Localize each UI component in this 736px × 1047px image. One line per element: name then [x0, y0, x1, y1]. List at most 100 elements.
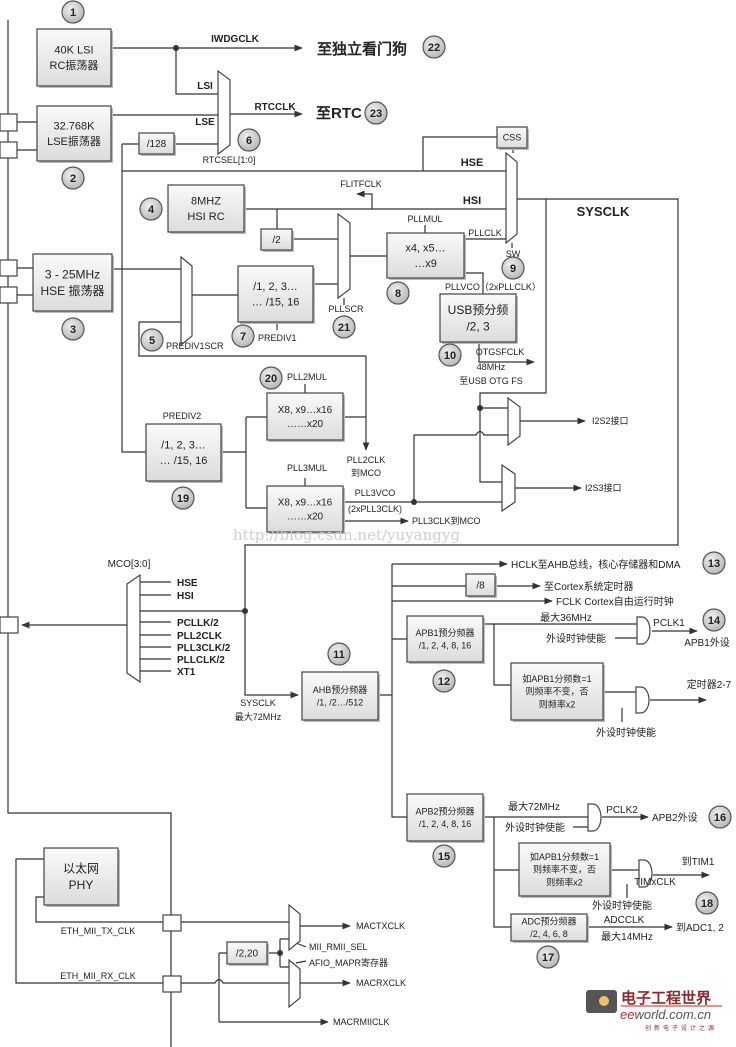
signal-label-usb-otg: 至USB OTG FS: [459, 376, 523, 386]
signal-label-pll2mul: PLL2MUL: [287, 372, 327, 382]
number-badge: 17: [536, 945, 560, 969]
io-pin: [0, 616, 19, 634]
block-frame: [465, 573, 496, 597]
apb1-wire: [483, 623, 637, 722]
block-frame: [266, 392, 344, 441]
block-text: 则频率不变，否: [533, 864, 596, 875]
signal-label-prediv1scr: PREDIV1SCR: [166, 341, 224, 351]
block-frame: [226, 941, 268, 965]
number-badge: 12: [432, 669, 456, 693]
signal-label-i2s3: I2S3接口: [585, 482, 622, 493]
flitfclk-wire: [356, 190, 373, 209]
signal-label-cortex-timer: 至Cortex系统定时器: [544, 580, 633, 593]
block-frame: [167, 184, 245, 233]
badge-number: 2: [70, 173, 76, 185]
number-badge: 16: [708, 805, 732, 829]
block-frame: [43, 847, 119, 906]
badge-number: 16: [714, 812, 726, 824]
number-badge: 21: [332, 315, 356, 339]
eeworld-logo: 电子工程世界 eeworld.com.cn 创新电子设计之源: [586, 989, 722, 1032]
badge-circle: [259, 366, 283, 390]
pll3vco-wire: [343, 430, 508, 503]
signal-label-pll3mul: PLL3MUL: [287, 463, 327, 473]
i2s2-mux: [507, 396, 521, 447]
adc-block: ADC预分频器/2, 4, 6, 8: [510, 913, 589, 943]
signal-label-to-adc: 到ADC1, 2: [676, 922, 724, 934]
block-text: 如APB1分频数=1: [522, 673, 591, 684]
signal-label-pll3vco-sub: (2xPLL3CLK): [348, 504, 402, 514]
apb2-wire: [483, 816, 639, 928]
block-text: /1, 2, 4, 8, 16: [419, 640, 472, 650]
badge-number: 22: [428, 42, 440, 54]
block-text: 8MHZ: [191, 196, 221, 208]
block-frame: [32, 253, 113, 312]
signal-label-macrmii: MACRMIICLK: [333, 1017, 390, 1027]
pll2-block: X8, x9…x16……x20: [266, 392, 345, 442]
block-frame: [266, 485, 344, 533]
badge-number: 9: [510, 263, 516, 275]
signal-label-otgsfclk: OTGSFCLK: [476, 347, 525, 357]
apb1-block: APB1预分频器/1, 2, 4, 8, 16: [406, 615, 485, 664]
signal-label-pll3clk-mco: PLL3CLK到MCO: [412, 515, 481, 526]
block-text: /8: [476, 581, 485, 592]
badge-number: 12: [438, 676, 450, 688]
signal-label-mco-pllclk2: PLLCLK/2: [177, 655, 225, 666]
badge-circle: [501, 256, 525, 280]
badge-number: 8: [395, 288, 401, 300]
signal-label-timxclk: TIMxCLK: [634, 877, 676, 888]
signal-label-to-tim1: 到TIM1: [682, 856, 715, 868]
badge-number: 18: [701, 898, 713, 910]
badge-number: 23: [370, 108, 382, 120]
hse-wire: [122, 136, 514, 172]
timer27-gate: [635, 686, 650, 714]
mco-in-wire: [140, 581, 245, 672]
block-frame: [510, 913, 588, 942]
block-text: 则频率x2: [539, 698, 576, 709]
block-text: /2, 3: [466, 320, 490, 334]
block-text: HSI RC: [187, 211, 224, 223]
macrx-mux: [288, 958, 301, 1009]
number-badge: 13: [702, 551, 726, 575]
number-badge: 14: [702, 608, 726, 632]
badge-number: 20: [265, 373, 277, 385]
signal-label-mco-hse: HSE: [177, 578, 198, 589]
badge-circle: [231, 324, 255, 348]
block-text: X8, x9…x16: [278, 498, 333, 509]
prediv2-wire: [221, 384, 306, 509]
pin-wire: [17, 121, 37, 296]
signal-label-pllscr: PLLSCR: [328, 304, 364, 314]
signal-label-mco-xt1: XT1: [177, 667, 196, 678]
signal-label-pll2clk-mco: 到MCO: [351, 467, 381, 478]
number-badge: 22: [422, 35, 446, 59]
signal-label-apb2-periph: APB2外设: [652, 812, 698, 824]
signal-label-fclk: FCLK Cortex自由运行时钟: [556, 595, 674, 608]
signal-label-to-rtc: 至RTC: [316, 105, 362, 122]
block-text: APB2预分频器: [415, 805, 474, 816]
block-text: ……x20: [287, 419, 324, 430]
pll-wire: [343, 225, 513, 305]
signal-label-en2: 外设时钟使能: [596, 726, 656, 739]
junction-dot: [411, 499, 417, 505]
badge-circle: [422, 35, 446, 59]
badge-circle: [708, 805, 732, 829]
io-pin: [0, 141, 18, 159]
block-text: PHY: [69, 878, 94, 892]
prediv1-block: /1, 2, 3…… /15, 16: [237, 265, 315, 324]
number-badge: 20: [259, 366, 283, 390]
signal-label-hclk: HCLK至AHB总线，核心存储器和DMA: [511, 558, 681, 571]
block-text: /2,20: [236, 949, 259, 960]
signal-label-rtcclk: RTCCLK: [254, 102, 296, 113]
block-frame: [36, 28, 112, 87]
block-frame: [439, 293, 517, 343]
number-badge: 23: [364, 101, 388, 125]
signal-label-en4: 外设时钟使能: [592, 899, 652, 912]
block-frame: [386, 232, 465, 279]
signal-label-prediv2: PREDIV2: [163, 411, 202, 421]
number-badge: 18: [695, 891, 719, 915]
badge-number: 21: [338, 322, 350, 334]
signal-label-pllmul: PLLMUL: [407, 214, 442, 224]
badge-circle: [171, 486, 195, 510]
apb2-block: APB2预分频器/1, 2, 4, 8, 16: [406, 793, 485, 843]
mco-mux: [126, 573, 141, 684]
